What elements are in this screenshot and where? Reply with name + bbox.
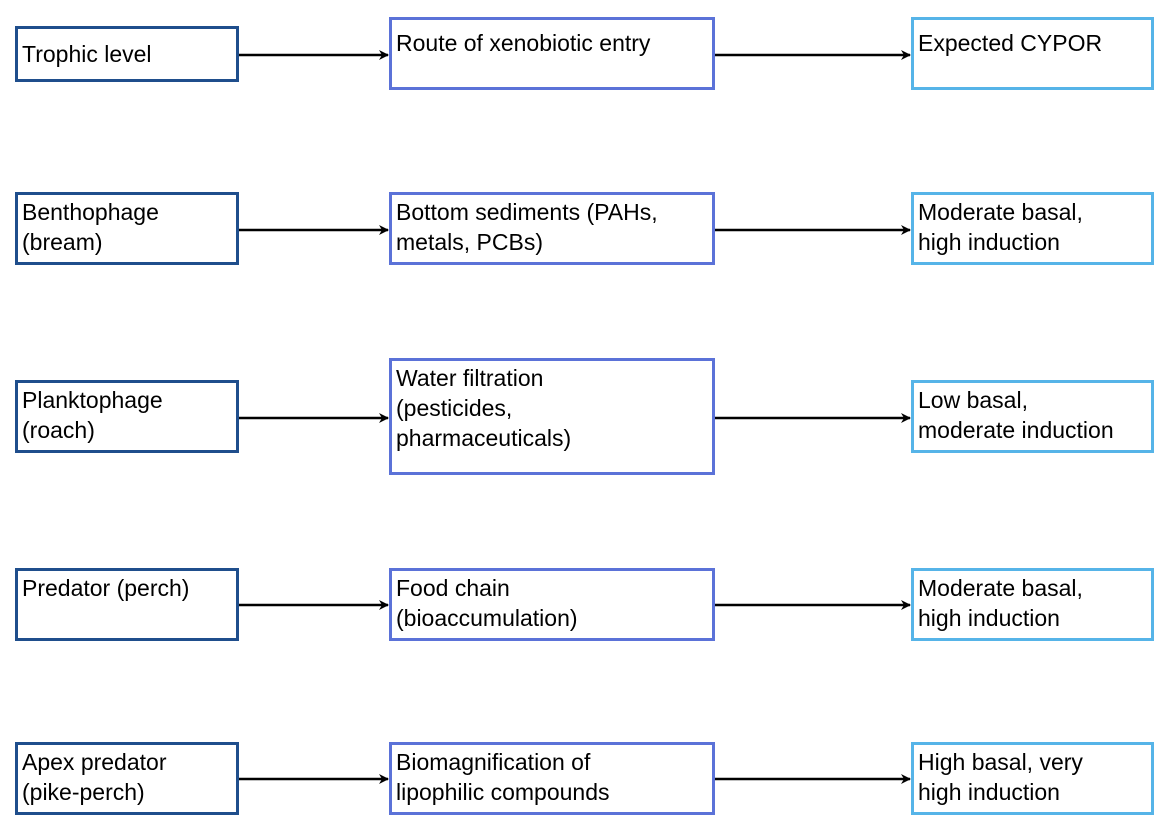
trophic-level-box-pike-perch: Apex predator (pike-perch) bbox=[15, 742, 239, 815]
route-header-text: Route of xenobiotic entry bbox=[396, 30, 651, 56]
trophic-level-box-perch: Predator (perch) bbox=[15, 568, 239, 641]
cypor-box-pike-perch: High basal, very high induction bbox=[911, 742, 1154, 815]
route-text-bream: Bottom sediments (PAHs, metals, PCBs) bbox=[396, 199, 658, 255]
cypor-header-box: Expected CYPOR bbox=[911, 17, 1154, 90]
route-header-box: Route of xenobiotic entry bbox=[389, 17, 715, 90]
trophic-level-text-roach: Planktophage (roach) bbox=[22, 387, 163, 443]
trophic-level-box-roach: Planktophage (roach) bbox=[15, 380, 239, 453]
route-text-pike-perch: Biomagnification of lipophilic compounds bbox=[396, 749, 610, 805]
route-box-bream: Bottom sediments (PAHs, metals, PCBs) bbox=[389, 192, 715, 265]
cypor-text-bream: Moderate basal, high induction bbox=[918, 199, 1083, 255]
route-text-roach: Water filtration (pesticides, pharmaceut… bbox=[396, 365, 572, 451]
trophic-level-text-pike-perch: Apex predator (pike-perch) bbox=[22, 749, 167, 805]
cypor-text-pike-perch: High basal, very high induction bbox=[918, 749, 1083, 805]
route-box-perch: Food chain (bioaccumulation) bbox=[389, 568, 715, 641]
route-box-roach: Water filtration (pesticides, pharmaceut… bbox=[389, 358, 715, 475]
trophic-level-header-text: Trophic level bbox=[22, 41, 152, 67]
cypor-text-roach: Low basal, moderate induction bbox=[918, 387, 1114, 443]
trophic-level-box-bream: Benthophage (bream) bbox=[15, 192, 239, 265]
cypor-box-bream: Moderate basal, high induction bbox=[911, 192, 1154, 265]
cypor-header-text: Expected CYPOR bbox=[918, 30, 1103, 56]
trophic-level-text-perch: Predator (perch) bbox=[22, 575, 190, 601]
trophic-level-text-bream: Benthophage (bream) bbox=[22, 199, 159, 255]
route-text-perch: Food chain (bioaccumulation) bbox=[396, 575, 578, 631]
cypor-text-perch: Moderate basal, high induction bbox=[918, 575, 1083, 631]
cypor-box-roach: Low basal, moderate induction bbox=[911, 380, 1154, 453]
route-box-pike-perch: Biomagnification of lipophilic compounds bbox=[389, 742, 715, 815]
trophic-level-header-box: Trophic level bbox=[15, 26, 239, 82]
cypor-box-perch: Moderate basal, high induction bbox=[911, 568, 1154, 641]
